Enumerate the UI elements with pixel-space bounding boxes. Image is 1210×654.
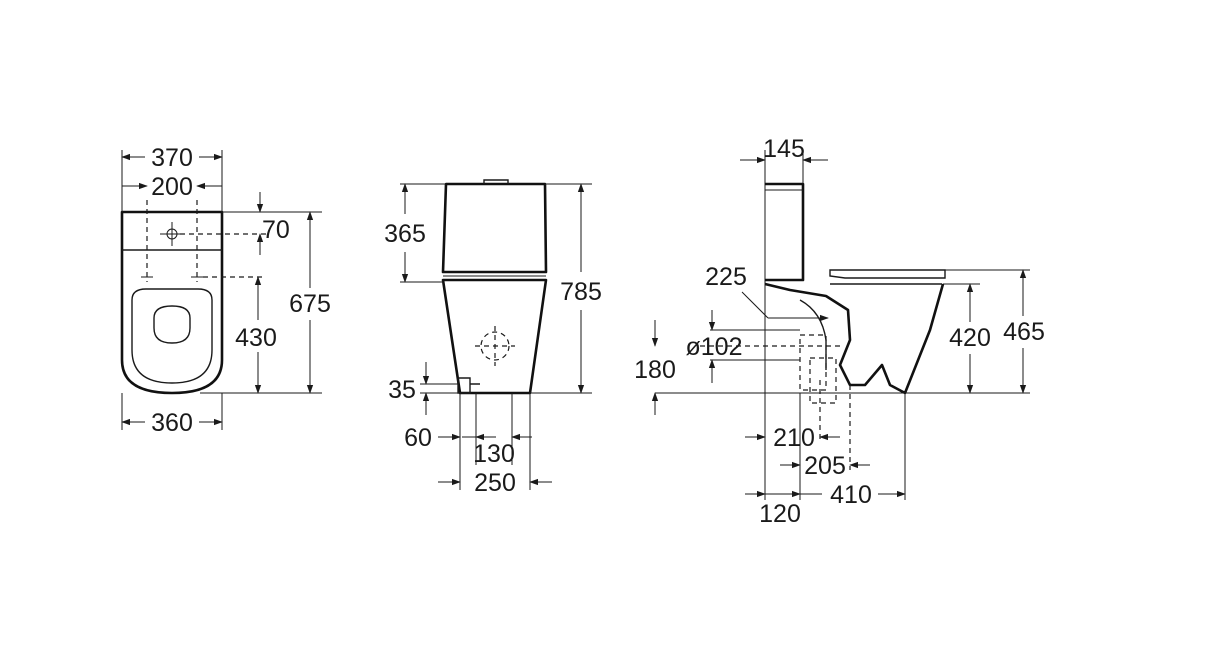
dim-d102: ø102: [686, 333, 743, 361]
dim-410: 410: [830, 481, 872, 509]
cistern-outline: [441, 182, 548, 274]
side-view: 145 225 ø102 180 420 465 210 205 410: [634, 135, 1045, 528]
outlet-dashed-b: [809, 357, 837, 404]
dim-205: 205: [804, 452, 846, 480]
dim-60: 60: [404, 424, 432, 452]
dim-430: 430: [235, 324, 277, 352]
side-pan: [764, 282, 945, 395]
inlet-valve: [457, 377, 480, 394]
side-cistern: [765, 182, 805, 282]
dim-210: 210: [773, 424, 815, 452]
dim-785: 785: [560, 278, 602, 306]
dim-360: 360: [151, 409, 193, 437]
outlet-dashed-circle: [480, 331, 510, 361]
pan-outline: [441, 278, 548, 395]
dim-35: 35: [388, 376, 416, 404]
dim-180: 180: [634, 356, 676, 384]
dim-370: 370: [151, 144, 193, 172]
dim-200: 200: [151, 173, 193, 201]
dim-130: 130: [473, 440, 515, 468]
dim-250: 250: [474, 469, 516, 497]
bowl-opening: [153, 305, 191, 344]
dim-145: 145: [763, 135, 805, 163]
seat-outline: [131, 288, 213, 384]
dim-420: 420: [949, 324, 991, 352]
top-view: 370 200 70 430 675 360: [120, 144, 331, 437]
dim-70: 70: [262, 216, 290, 244]
dim-465: 465: [1003, 318, 1045, 346]
outlet-dashed-a: [799, 334, 827, 391]
dim-675: 675: [289, 290, 331, 318]
top-view-outline: [120, 210, 224, 395]
seat-lid: [829, 269, 946, 279]
dim-365: 365: [384, 220, 426, 248]
flush-button: [483, 179, 509, 184]
dim-120: 120: [759, 500, 801, 528]
front-view: 365 785 35 60 130 250: [384, 179, 602, 497]
dim-225: 225: [705, 263, 747, 291]
